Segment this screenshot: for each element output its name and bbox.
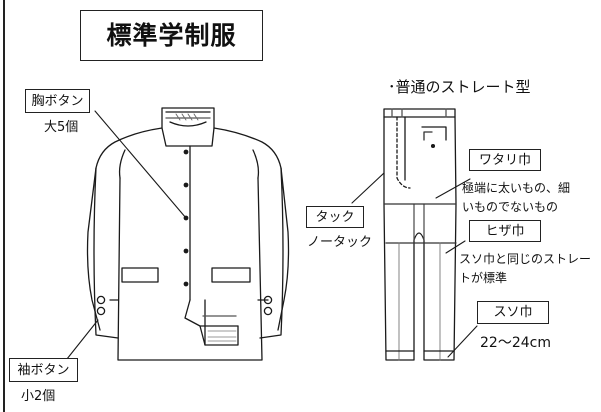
jacket-illustration	[86, 107, 290, 361]
thigh-width-label: ワタリ巾	[469, 149, 541, 171]
knee-width-label: ヒザ巾	[469, 220, 541, 242]
sleeve-button-label: 袖ボタン	[9, 358, 78, 382]
chest-button-label: 胸ボタン	[25, 89, 90, 113]
chest-button-note: 大5個	[44, 120, 79, 135]
sleeve-button-note: 小2個	[21, 389, 56, 404]
thigh-width-note-2: いものでないもの	[462, 200, 559, 214]
tuck-note: ノータック	[307, 235, 373, 250]
hem-width-label: スソ巾	[477, 301, 549, 324]
thigh-width-note-1: 極端に太いもの、細	[462, 181, 571, 195]
left-border-line	[3, 0, 5, 412]
tuck-label: タック	[306, 206, 364, 228]
trousers-heading: ･普通のストレート型	[388, 78, 531, 96]
trousers-illustration	[383, 108, 457, 361]
knee-width-note-1: スソ巾と同じのストレー	[459, 252, 592, 266]
front-buttons	[183, 149, 189, 287]
knee-width-note-2: トが標準	[459, 271, 508, 285]
page-title: 標準学制服	[80, 10, 263, 61]
hem-width-note: 22～24cm	[480, 335, 551, 351]
